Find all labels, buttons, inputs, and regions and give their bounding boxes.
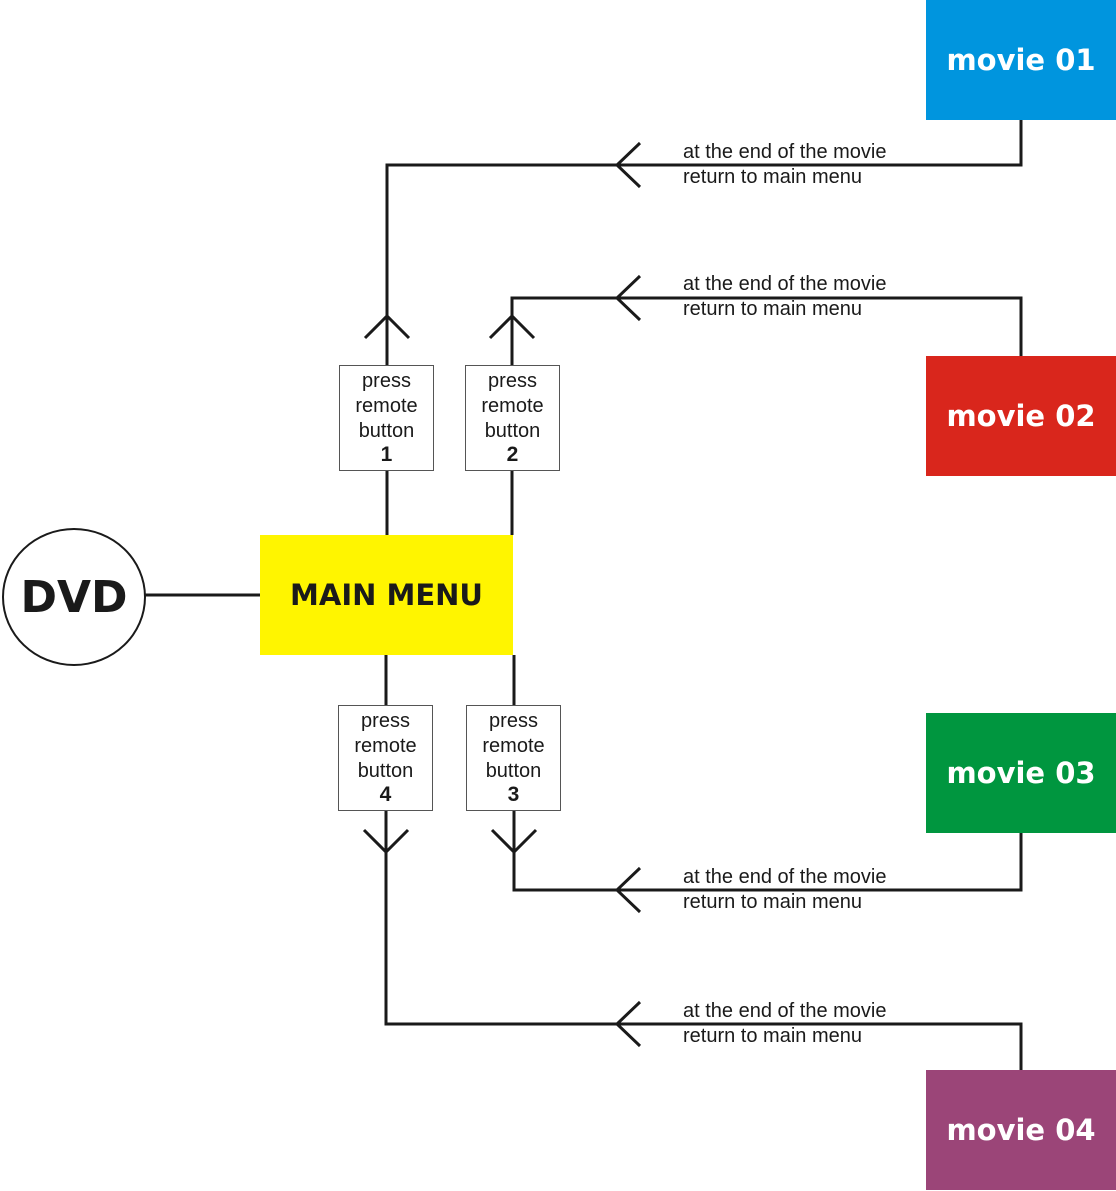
movie-02-label: movie 02 bbox=[946, 399, 1096, 433]
button-2-number: 2 bbox=[506, 443, 519, 466]
arrow-button-1-up bbox=[363, 313, 411, 340]
button-1-line-1: press bbox=[362, 370, 411, 392]
path-movie-04 bbox=[384, 811, 1023, 1070]
movie-03-label: movie 03 bbox=[946, 756, 1096, 790]
button-4-line-3: button bbox=[357, 760, 414, 782]
return-note-2-line-2: return to main menu bbox=[683, 298, 862, 320]
dvd-label: DVD bbox=[20, 571, 128, 623]
arrow-button-2-up bbox=[488, 313, 536, 340]
return-note-movie-03: at the end of the movie return to main m… bbox=[683, 865, 886, 915]
return-note-4-line-1: at the end of the movie bbox=[683, 1000, 887, 1022]
button-3-line-3: button bbox=[485, 760, 542, 782]
path-movie-02 bbox=[510, 296, 1023, 365]
button-4-line-2: remote bbox=[354, 735, 417, 757]
arrow-movie-03-return bbox=[614, 866, 642, 914]
button-2-line-1: press bbox=[488, 370, 537, 392]
path-movie-01 bbox=[385, 120, 1023, 365]
main-menu-box: MAIN MENU bbox=[260, 535, 513, 655]
return-note-3-line-2: return to main menu bbox=[683, 891, 862, 913]
arrow-button-3-down bbox=[490, 828, 538, 855]
remote-button-1-box: press remote button 1 bbox=[339, 365, 434, 471]
return-note-1-line-1: at the end of the movie bbox=[683, 141, 887, 163]
arrow-movie-02-return bbox=[614, 274, 642, 322]
dvd-circle: DVD bbox=[2, 528, 146, 666]
button-2-line-2: remote bbox=[481, 395, 544, 417]
movie-01-label: movie 01 bbox=[946, 43, 1096, 77]
button-1-line-3: button bbox=[358, 420, 415, 442]
arrow-button-4-down bbox=[362, 828, 410, 855]
remote-button-3-box: press remote button 3 bbox=[466, 705, 561, 811]
button-4-line-1: press bbox=[361, 710, 410, 732]
button-4-number: 4 bbox=[379, 783, 392, 806]
return-note-movie-01: at the end of the movie return to main m… bbox=[683, 140, 886, 190]
arrow-movie-01-return bbox=[614, 141, 642, 189]
movie-04-label: movie 04 bbox=[946, 1113, 1096, 1147]
button-2-line-3: button bbox=[484, 420, 541, 442]
button-1-line-2: remote bbox=[355, 395, 418, 417]
arrow-movie-04-return bbox=[614, 1000, 642, 1048]
button-3-line-1: press bbox=[489, 710, 538, 732]
button-1-number: 1 bbox=[380, 443, 393, 466]
movie-04-box: movie 04 bbox=[926, 1070, 1116, 1190]
return-note-2-line-1: at the end of the movie bbox=[683, 273, 887, 295]
return-note-movie-02: at the end of the movie return to main m… bbox=[683, 272, 886, 322]
button-3-number: 3 bbox=[507, 783, 520, 806]
return-note-4-line-2: return to main menu bbox=[683, 1025, 862, 1047]
main-menu-label: MAIN MENU bbox=[290, 578, 483, 612]
remote-button-4-box: press remote button 4 bbox=[338, 705, 433, 811]
button-3-line-2: remote bbox=[482, 735, 545, 757]
movie-01-box: movie 01 bbox=[926, 0, 1116, 120]
movie-03-box: movie 03 bbox=[926, 713, 1116, 833]
return-note-movie-04: at the end of the movie return to main m… bbox=[683, 999, 886, 1049]
remote-button-2-box: press remote button 2 bbox=[465, 365, 560, 471]
return-note-3-line-1: at the end of the movie bbox=[683, 866, 887, 888]
return-note-1-line-2: return to main menu bbox=[683, 166, 862, 188]
movie-02-box: movie 02 bbox=[926, 356, 1116, 476]
